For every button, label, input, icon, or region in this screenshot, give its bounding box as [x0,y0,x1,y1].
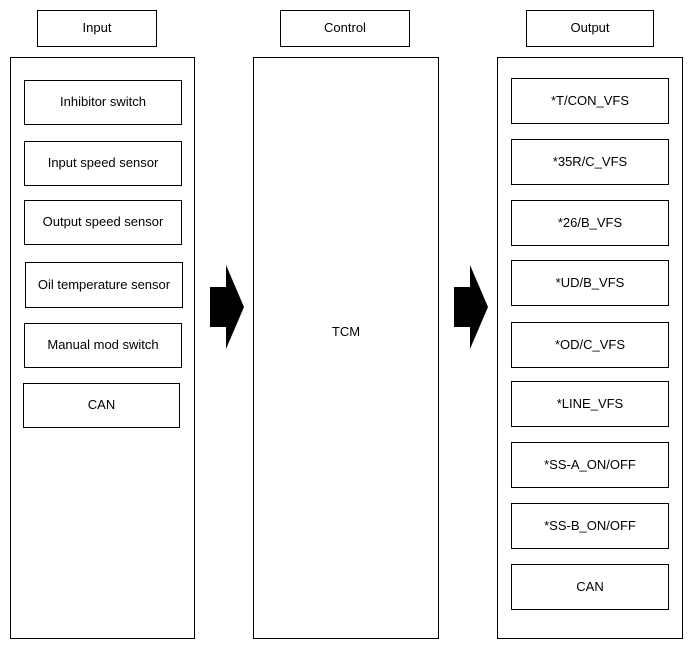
output-label: *SS-A_ON/OFF [544,456,636,472]
output-label: *T/CON_VFS [550,92,629,108]
input-label: Inhibitor switch [60,94,146,110]
output-header-label: Output [570,20,610,36]
output-label: *UD/B_VFS [555,274,625,290]
output-box-26b-vfs: *26/B_VFS [511,200,669,246]
input-label: Oil temperature sensor [37,276,171,292]
input-box-can: CAN [23,383,180,428]
output-box-ss-a-onoff: *SS-A_ON/OFF [511,442,669,488]
input-box-input-speed-sensor: Input speed sensor [24,141,182,186]
output-header: Output [526,10,654,47]
flow-arrow-control-to-output [454,265,488,349]
flow-arrow-input-to-control [210,265,244,349]
output-box-line-vfs: *LINE_VFS [511,381,669,427]
input-label: Input speed sensor [47,155,159,171]
output-box-ss-b-onoff: *SS-B_ON/OFF [511,503,669,549]
output-box-tcon-vfs: *T/CON_VFS [511,78,669,124]
input-box-manual-mod-switch: Manual mod switch [24,323,182,368]
input-box-output-speed-sensor: Output speed sensor [24,200,182,245]
output-label: *LINE_VFS [556,395,624,411]
input-label: CAN [87,397,116,413]
control-panel: TCM [253,57,439,639]
output-box-can: CAN [511,564,669,610]
input-header-label: Input [82,20,112,36]
tcm-label: TCM [331,324,361,339]
output-label: *OD/C_VFS [554,336,626,352]
input-header: Input [37,10,157,47]
output-box-udb-vfs: *UD/B_VFS [511,260,669,306]
control-header: Control [280,10,410,47]
input-box-oil-temperature-sensor: Oil temperature sensor [25,262,183,308]
output-box-35rc-vfs: *35R/C_VFS [511,139,669,185]
input-label: Manual mod switch [47,337,159,353]
control-header-label: Control [324,20,366,36]
output-label: *SS-B_ON/OFF [544,517,636,533]
output-label: *35R/C_VFS [552,153,628,169]
output-label: *26/B_VFS [557,214,623,230]
output-box-odc-vfs: *OD/C_VFS [511,322,669,368]
input-box-inhibitor-switch: Inhibitor switch [24,80,182,125]
input-label: Output speed sensor [42,214,164,230]
output-label: CAN [576,578,604,594]
